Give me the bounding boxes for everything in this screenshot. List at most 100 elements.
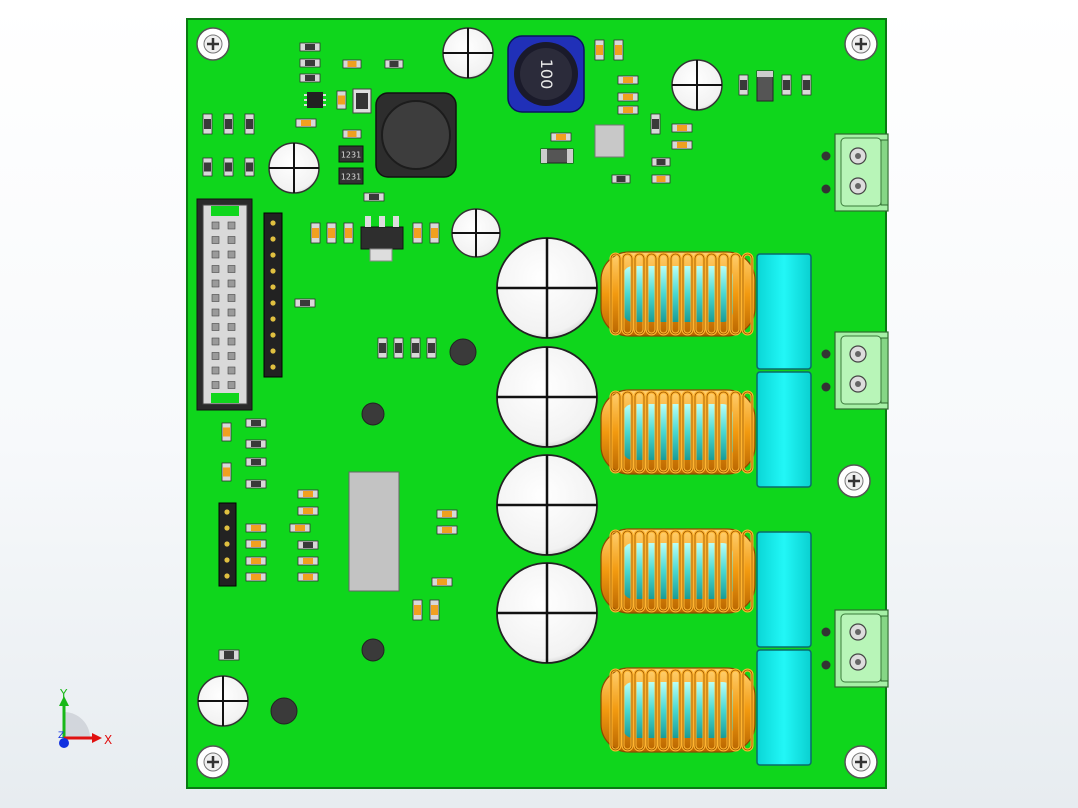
- cyan-blocks: [756, 253, 812, 766]
- ic-marking: 1231: [341, 173, 361, 182]
- smd-part: [326, 222, 337, 244]
- gray-module: [348, 471, 400, 592]
- smd-part: [221, 422, 232, 442]
- smd-part: [613, 39, 624, 61]
- smd-part: [431, 577, 453, 587]
- smd-part: [297, 506, 319, 516]
- smd-part: [223, 157, 234, 177]
- smd-part: [245, 523, 267, 533]
- smd-part: [245, 556, 267, 566]
- ribbon-header: [196, 198, 253, 411]
- test-points: [270, 338, 477, 725]
- cyan-block: [756, 371, 812, 488]
- smd-part: [221, 462, 232, 482]
- smd-part: [671, 123, 693, 133]
- screw: [844, 745, 878, 779]
- gray-component: [594, 124, 625, 158]
- capacitor: [496, 562, 598, 664]
- screw: [837, 464, 871, 498]
- pin-header-small: [218, 502, 237, 587]
- capacitor: [197, 675, 249, 727]
- smd-part: [343, 222, 354, 244]
- screw: [196, 745, 230, 779]
- capacitor: [451, 208, 501, 258]
- triad-x-label: X: [104, 733, 112, 747]
- toroid-inductor: [600, 389, 756, 475]
- smd-part: [781, 74, 792, 96]
- smd-part: [651, 174, 671, 184]
- smd-part: [429, 599, 440, 621]
- smd-part: [594, 39, 605, 61]
- toroid-inductor: [600, 251, 756, 337]
- small-ic: [352, 88, 372, 114]
- smd-part: [410, 337, 421, 359]
- smd-part: [426, 337, 437, 359]
- ic-marking: 1231: [341, 151, 361, 160]
- smd-part: [297, 572, 319, 582]
- smd-part: [377, 337, 388, 359]
- small-ic: 1231: [338, 145, 364, 163]
- pin-header-vertical: [263, 212, 283, 378]
- power-inductor-black: [375, 92, 457, 178]
- toroid-inductor: [600, 528, 756, 614]
- smd-part: [299, 42, 321, 52]
- inductor-marking: 100: [537, 59, 556, 90]
- smd-part: [617, 92, 639, 102]
- smd-part: [650, 113, 661, 135]
- smd-part: [299, 58, 321, 68]
- smd-part: [245, 457, 267, 467]
- large-capacitors: [496, 237, 598, 664]
- smd-part: [297, 540, 319, 550]
- terminal-block: [821, 331, 889, 410]
- mounting-screws: [196, 27, 878, 779]
- small-capacitors: [197, 27, 723, 727]
- smd-part: [342, 59, 362, 69]
- smd-part: [436, 525, 458, 535]
- smd-part: [202, 157, 213, 177]
- smd-part: [801, 74, 812, 96]
- smd-part: [550, 132, 572, 142]
- screw: [196, 27, 230, 61]
- capacitor: [496, 237, 598, 339]
- screw: [844, 27, 878, 61]
- smd-part: [297, 556, 319, 566]
- smd-part: [671, 140, 693, 150]
- smd-part: [436, 509, 458, 519]
- smd-part: [244, 157, 255, 177]
- smd-part: [651, 157, 671, 167]
- smd-part: [617, 105, 639, 115]
- power-inductor-blue: 100: [507, 35, 585, 113]
- terminal-block: [821, 609, 889, 688]
- smd-part: [617, 75, 639, 85]
- cyan-block: [756, 531, 812, 648]
- smd-part: [342, 129, 362, 139]
- small-ic-soic: [304, 92, 326, 108]
- smd-part: [393, 337, 404, 359]
- smd-part: [244, 113, 255, 135]
- smd-part: [384, 59, 404, 69]
- capacitor: [496, 346, 598, 448]
- triad-y-label: Y: [59, 687, 68, 701]
- smd-part: [295, 118, 317, 128]
- smd-part: [412, 599, 423, 621]
- capacitor: [671, 59, 723, 111]
- terminal-blocks: [821, 133, 889, 688]
- smd-part: [412, 222, 423, 244]
- smd-part: [245, 572, 267, 582]
- toroid-inductors: [600, 251, 756, 753]
- smd-components: [202, 39, 812, 661]
- smd-part: [738, 74, 749, 96]
- small-ic: 1231: [338, 167, 364, 185]
- capacitor: [442, 27, 494, 79]
- smd-part: [297, 489, 319, 499]
- terminal-block: [821, 133, 889, 212]
- capacitor: [496, 454, 598, 556]
- smd-part: [611, 174, 631, 184]
- triad-z-label: Z: [58, 731, 64, 741]
- smd-part: [429, 222, 440, 244]
- smd-part: [336, 90, 347, 110]
- capacitor: [268, 142, 320, 194]
- smd-part: [310, 222, 321, 244]
- axis-triad: X Y Z: [58, 687, 112, 748]
